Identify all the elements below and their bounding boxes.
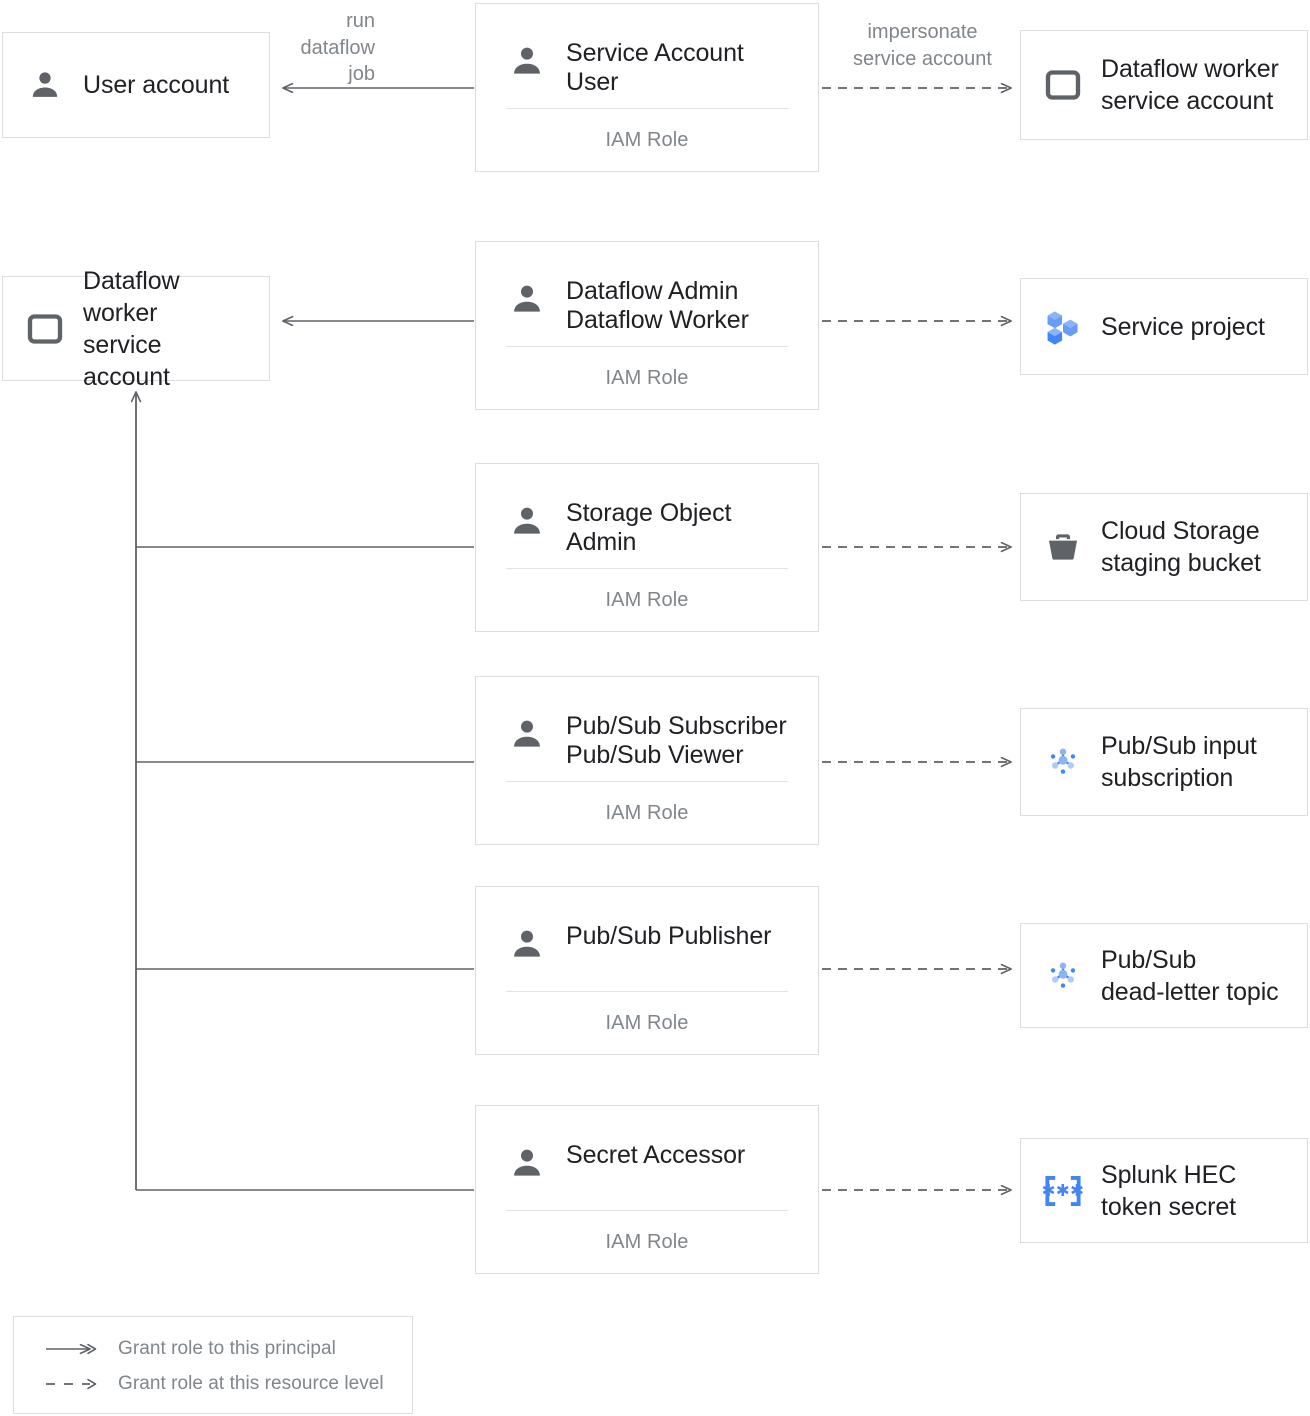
dashed-arrow-icon bbox=[44, 1376, 100, 1392]
pubsub-icon bbox=[1043, 956, 1083, 996]
card-divider bbox=[506, 108, 788, 109]
role-name: Dataflow Worker bbox=[566, 305, 749, 334]
legend-item-dashed: Grant role at this resource level bbox=[14, 1366, 412, 1401]
person-icon bbox=[506, 40, 548, 82]
person-icon bbox=[506, 713, 548, 755]
role-card-body: Storage Object Admin bbox=[476, 464, 818, 568]
role-card-footer: IAM Role bbox=[605, 128, 689, 151]
role-name: Pub/Sub Viewer bbox=[566, 740, 744, 769]
resource-label: Service project bbox=[1101, 312, 1265, 341]
legend-item-solid: Grant role to this principal bbox=[14, 1331, 412, 1366]
role-name: Storage Object Admin bbox=[566, 499, 732, 556]
person-icon bbox=[25, 65, 65, 105]
svg-text:✱✱✱: ✱✱✱ bbox=[1043, 1181, 1083, 1200]
principal-label: User account bbox=[83, 71, 230, 99]
cloud-storage-bucket-icon bbox=[1043, 527, 1083, 567]
legend-label: Grant role to this principal bbox=[118, 1337, 336, 1359]
role-name: Pub/Sub Publisher bbox=[566, 922, 772, 950]
role-card-pubsub-publisher[interactable]: Pub/Sub Publisher IAM Role bbox=[475, 886, 819, 1055]
role-name: Pub/Sub Subscriber bbox=[566, 712, 787, 740]
role-card-body: Secret Accessor bbox=[476, 1106, 818, 1210]
person-icon bbox=[506, 923, 548, 965]
role-card-footer: IAM Role bbox=[605, 1011, 689, 1034]
legend-label: Grant role at this resource level bbox=[118, 1372, 384, 1394]
person-icon bbox=[506, 500, 548, 542]
role-card-footer: IAM Role bbox=[605, 366, 689, 389]
principal-user-account[interactable]: User account bbox=[2, 32, 270, 138]
service-account-icon bbox=[25, 309, 65, 349]
role-name: Dataflow Admin bbox=[566, 277, 739, 305]
project-icon bbox=[1043, 307, 1083, 347]
card-divider bbox=[506, 1210, 788, 1211]
card-divider bbox=[506, 991, 788, 992]
role-card-body: Service Account User bbox=[476, 4, 818, 108]
person-icon bbox=[506, 278, 548, 320]
role-card-secret-accessor[interactable]: Secret Accessor IAM Role bbox=[475, 1105, 819, 1274]
card-divider bbox=[506, 568, 788, 569]
role-card-footer: IAM Role bbox=[605, 588, 689, 611]
resource-service-project[interactable]: Service project bbox=[1020, 278, 1308, 375]
service-account-icon bbox=[1043, 65, 1083, 105]
role-name: Secret Accessor bbox=[566, 1141, 746, 1169]
legend: Grant role to this principal Grant role … bbox=[13, 1316, 413, 1414]
role-card-storage-object-admin[interactable]: Storage Object Admin IAM Role bbox=[475, 463, 819, 632]
solid-arrow-icon bbox=[44, 1341, 100, 1357]
card-divider bbox=[506, 781, 788, 782]
person-icon bbox=[506, 1142, 548, 1184]
pubsub-icon bbox=[1043, 742, 1083, 782]
secret-manager-icon: ✱✱✱ bbox=[1043, 1171, 1083, 1211]
role-card-body: Pub/Sub Publisher bbox=[476, 887, 818, 991]
role-card-service-account-user[interactable]: Service Account User IAM Role bbox=[475, 3, 819, 172]
role-card-footer: IAM Role bbox=[605, 801, 689, 824]
role-card-footer: IAM Role bbox=[605, 1230, 689, 1253]
card-divider bbox=[506, 346, 788, 347]
role-name: Service Account User bbox=[566, 39, 744, 96]
